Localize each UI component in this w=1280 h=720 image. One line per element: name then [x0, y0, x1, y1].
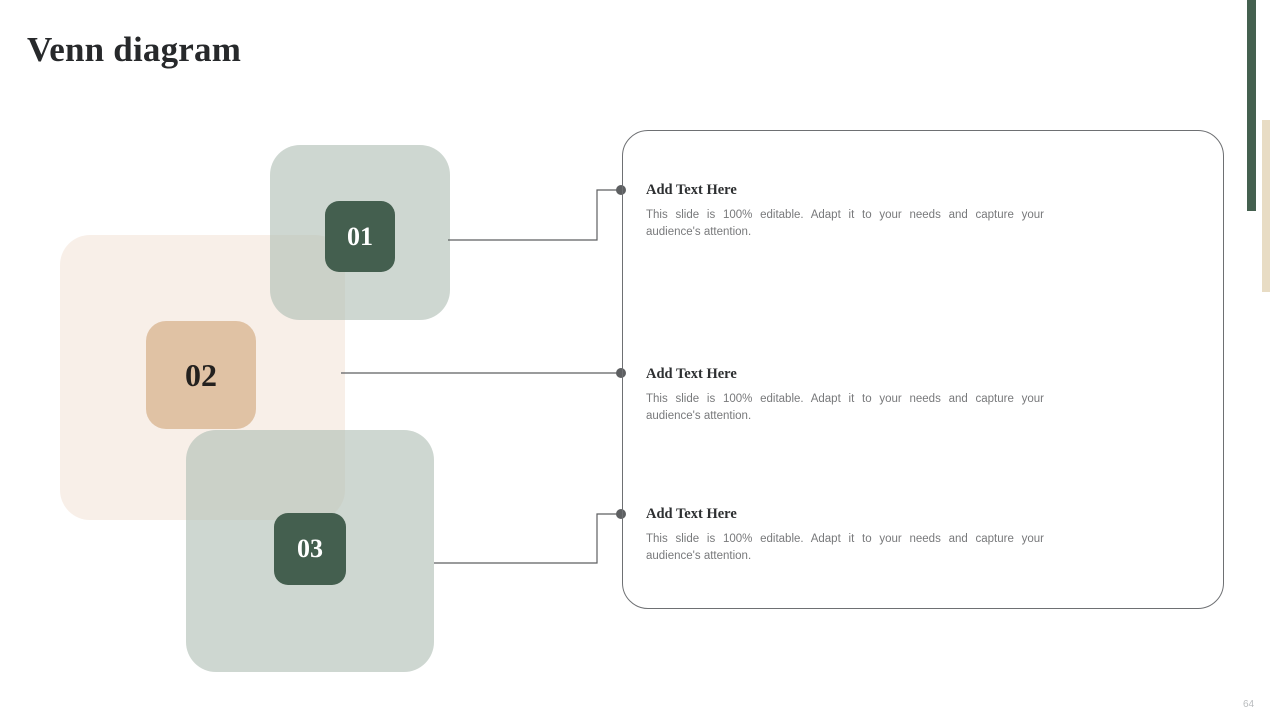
accent-bar-beige — [1262, 120, 1270, 292]
text-block-3-heading: Add Text Here — [646, 506, 737, 522]
accent-bar-green — [1247, 0, 1256, 211]
page-number: 64 — [1243, 699, 1255, 710]
text-block-3: Add Text Here This slide is 100% editabl… — [646, 505, 1046, 564]
venn-badge-02[interactable]: 02 — [146, 321, 256, 429]
text-block-3-body: This slide is 100% editable. Adapt it to… — [646, 533, 1044, 562]
text-block-1-heading: Add Text Here — [646, 182, 737, 198]
venn-diagram-group: 01 02 03 — [60, 145, 450, 672]
text-block-1-body: This slide is 100% editable. Adapt it to… — [646, 209, 1044, 238]
page-title: Venn diagram — [27, 30, 242, 69]
info-card — [622, 130, 1224, 609]
text-block-1: Add Text Here This slide is 100% editabl… — [646, 181, 1046, 240]
text-block-2-heading: Add Text Here — [646, 366, 737, 382]
venn-badge-01[interactable]: 01 — [325, 201, 395, 272]
text-block-2-body: This slide is 100% editable. Adapt it to… — [646, 393, 1044, 422]
text-block-2: Add Text Here This slide is 100% editabl… — [646, 365, 1046, 424]
venn-badge-03[interactable]: 03 — [274, 513, 346, 585]
